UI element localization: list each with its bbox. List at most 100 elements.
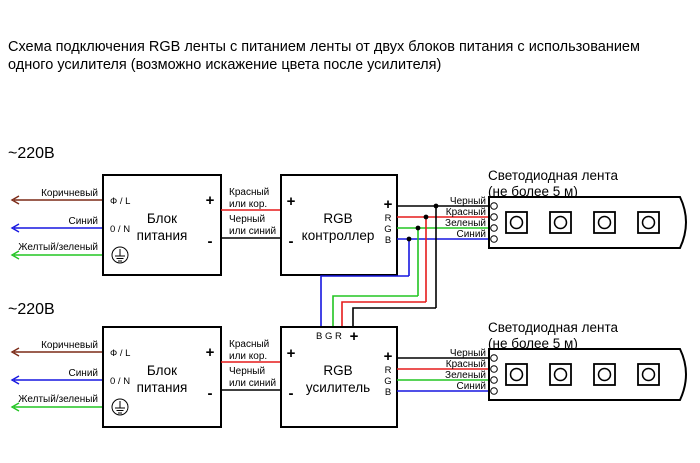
led-chip [549,363,572,386]
psu-out-label-black-alt: или синий [229,226,276,237]
diagram-title: Схема подключения RGB ленты с питанием л… [8,38,688,74]
blue-arrow-icon [10,223,20,233]
led-chip [593,211,616,234]
strip-title-line1: Светодиодная лента [488,168,618,183]
strip-wire-label-blue: Синий [456,381,486,392]
input-label-brown: Коричневый [41,340,98,351]
controller-name-line2: контроллер [302,228,375,243]
input-label-ground: Желтый/зеленый [18,394,98,405]
psu-name-line1: Блок [147,211,177,226]
input-label-blue: Синий [68,216,98,227]
strip-pad [490,224,498,232]
junction-dot-green [415,225,421,231]
strip-pad [490,387,498,395]
strip-wire-label-blue: Синий [456,229,486,240]
psu-output-wires-top: Красный или кор. Черный или синий [221,187,281,239]
psu-name-line1: Блок [147,363,177,378]
strip-wire-label-green: Зеленый [445,370,486,381]
psu-out-label-red-alt: или кор. [229,351,267,362]
psu-out-label-black-alt: или синий [229,378,276,389]
amplifier-name-line1: RGB [323,363,352,378]
psu-out-label-red: Красный [229,339,269,350]
controller-r-out: R [385,213,392,224]
strip-pad [490,202,498,210]
rgb-controller: + - RGB контроллер + R G B [280,174,398,276]
strip-title-line2: (не более 5 м) [488,184,578,199]
psu-neutral-label: 0 / N [110,224,130,235]
ground-symbol-icon [111,246,129,264]
strip-pad [490,235,498,243]
psu-name-line2: питания [137,228,188,243]
mains-label-top: ~220В [8,145,55,162]
rgb-controller-box [280,174,398,276]
psu-out-label-red-alt: или кор. [229,199,267,210]
strip-pad [490,365,498,373]
rgb-amplifier-box [280,326,398,428]
junction-dot-red [423,214,429,220]
strip-wire-label-black: Черный [450,196,486,207]
amplifier-g-out: G [384,376,391,387]
strip-wire-label-black: Черный [450,348,486,359]
amplifier-r-out: R [385,365,392,376]
led-chip [593,363,616,386]
strip-pad [490,354,498,362]
strip-wire-label-green: Зеленый [445,218,486,229]
strip-wires-bottom: Черный Красный Зеленый Синий [397,348,489,392]
psu-out-label-black: Черный [229,366,265,377]
controller-b-out: B [385,235,391,246]
mains-inputs-top: Коричневый Синий Желтый/зеленый [10,188,113,260]
strip-pad [490,376,498,384]
title-line-2: одного усилителя (возможно искажение цве… [8,57,442,73]
power-supply-box [102,326,222,428]
rgb-amplifier: B G R + + - RGB усилитель + R G B [280,326,398,428]
led-strip-body [488,348,687,401]
psu-out-label-red: Красный [229,187,269,198]
input-label-brown: Коричневый [41,188,98,199]
power-supply-bottom: Ф / L 0 / N Блок питания + - [102,326,222,428]
controller-plus-in: + [287,193,296,210]
amplifier-name-line2: усилитель [306,380,370,395]
strip-wire-label-red: Красный [446,207,486,218]
amplifier-b-out: B [385,387,391,398]
led-chip [637,363,660,386]
strip-wire-label-red: Красный [446,359,486,370]
title-line-1: Схема подключения RGB ленты с питанием л… [8,39,640,55]
input-label-blue: Синий [68,368,98,379]
led-chip [549,211,572,234]
strip-title-line2: (не более 5 м) [488,336,578,351]
ground-arrow-icon [10,250,20,260]
psu-phase-label: Ф / L [110,348,130,359]
amp-input-wire-blue [320,275,409,326]
led-chip [505,363,528,386]
strip-wires-top: Черный Красный Зеленый Синий [397,196,489,308]
ground-arrow-icon [10,402,20,412]
psu-minus-terminal: - [208,385,213,402]
mains-inputs-bottom: Коричневый Синий Желтый/зеленый [10,340,113,412]
power-supply-top: Ф / L 0 / N Блок питания + - [102,174,222,276]
brown-arrow-icon [10,195,20,205]
amplifier-input-wires [320,275,436,326]
psu-plus-terminal: + [206,344,215,361]
led-strip-top: Светодиодная лента (не более 5 м) [488,168,687,249]
input-label-ground: Желтый/зеленый [18,242,98,253]
blue-arrow-icon [10,375,20,385]
controller-plus-out: + [384,196,393,213]
psu-plus-terminal: + [206,192,215,209]
controller-name-line1: RGB [323,211,352,226]
psu-output-wires-bottom: Красный или кор. Черный или синий [221,339,281,391]
amplifier-minus-in: - [289,385,294,402]
amp-input-wire-green [332,295,418,326]
amp-input-wire-red [341,301,426,326]
junction-dot-black [433,203,439,209]
led-strip-bottom: Светодиодная лента (не более 5 м) [488,320,687,401]
amp-input-wire-black [352,307,436,326]
psu-name-line2: питания [137,380,188,395]
top-section: ~220В Коричневый Синий Желтый/зеленый Ф … [8,145,687,308]
strip-pad [490,213,498,221]
led-chip [505,211,528,234]
amplifier-plus-in: + [287,345,296,362]
junction-dot-blue [406,236,412,242]
bottom-section: ~220В Коричневый Синий Желтый/зеленый Ф … [8,301,687,428]
